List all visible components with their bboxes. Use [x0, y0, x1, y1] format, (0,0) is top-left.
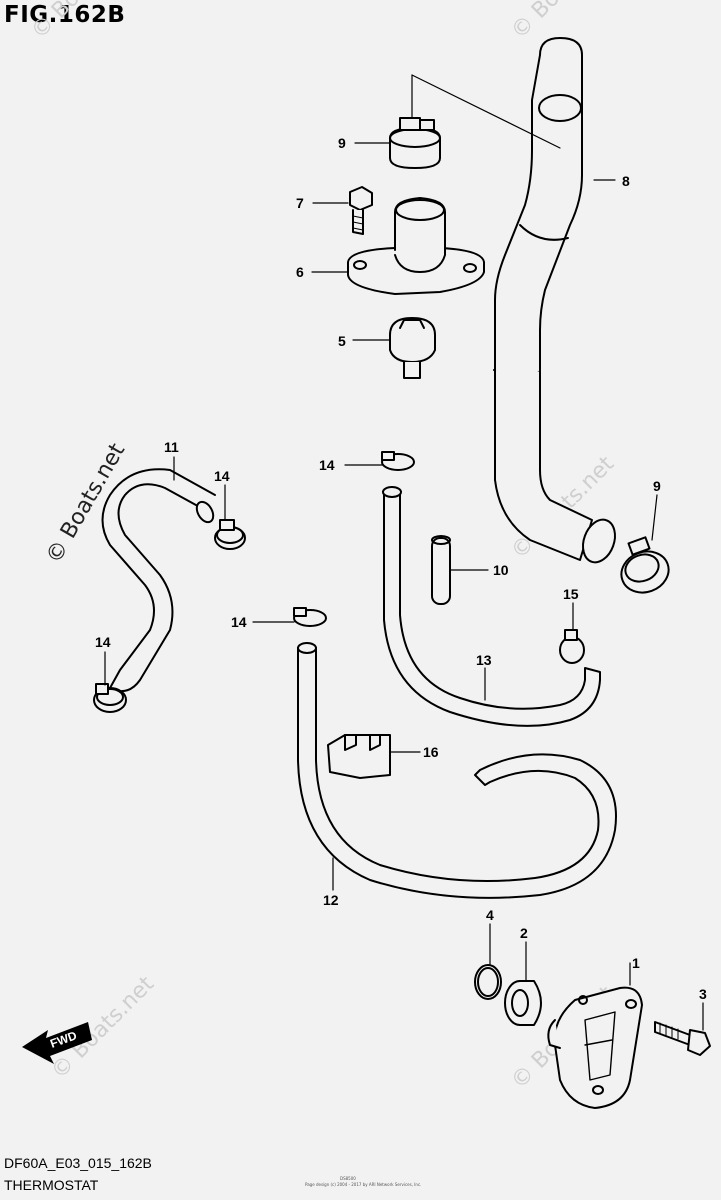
figure-name: THERMOSTAT — [4, 1177, 99, 1193]
callout-1: 1 — [632, 955, 640, 971]
callout-15: 15 — [563, 586, 579, 602]
callout-11: 11 — [164, 439, 179, 455]
clamp-part-14-c — [381, 451, 415, 471]
callout-14-a: 14 — [214, 468, 230, 484]
watermark-bottom-left: © Boats.net — [47, 971, 160, 1084]
callout-14-d: 14 — [231, 614, 247, 630]
small-copyright: Page design (c) 2004 - 2017 by ARI Netwo… — [305, 1182, 422, 1187]
clamp-part-14-b — [93, 683, 127, 713]
bolt-part-7 — [349, 186, 373, 235]
callout-9-upper: 9 — [338, 135, 346, 151]
clamp-part-9-lower — [620, 536, 670, 594]
figure-title: FIG.162B — [4, 2, 126, 28]
callout-3: 3 — [699, 986, 707, 1002]
callout-14-b: 14 — [95, 634, 111, 650]
forward-arrow-icon: FWD — [22, 1022, 92, 1064]
thermostat-part-5 — [389, 317, 436, 379]
clamp-part-9-upper — [389, 117, 441, 169]
callout-6: 6 — [296, 264, 304, 280]
thermostat-cover-part-6 — [347, 197, 485, 295]
clip-part-16 — [327, 734, 391, 779]
callout-10: 10 — [493, 562, 509, 578]
callout-9-lower: 9 — [653, 478, 661, 494]
callout-4: 4 — [486, 907, 494, 923]
leader-lines — [104, 142, 704, 1031]
hose-part-12 — [297, 642, 617, 899]
clip-part-15 — [559, 629, 585, 664]
tube-part-10 — [431, 535, 451, 605]
small-center-code: DS8500 — [340, 1176, 356, 1181]
hose-part-13 — [382, 486, 601, 727]
callout-7: 7 — [296, 195, 304, 211]
callout-8: 8 — [622, 173, 630, 189]
leader-9-to-8 — [411, 74, 561, 149]
callout-12: 12 — [323, 892, 339, 908]
hose-part-11 — [101, 468, 216, 693]
callout-14-c: 14 — [319, 457, 335, 473]
callout-5: 5 — [338, 333, 346, 349]
callout-16: 16 — [423, 744, 439, 760]
hose-part-8 — [493, 37, 616, 564]
bolt-part-3 — [654, 1021, 711, 1056]
watermark-top-left: © Boats.net — [27, 0, 140, 44]
oring-part-4 — [474, 964, 502, 1000]
clamp-part-14-a — [214, 519, 246, 550]
callout-13: 13 — [476, 652, 492, 668]
clamp-part-14-d — [293, 607, 327, 627]
seal-part-2 — [504, 980, 542, 1026]
figure-code: DF60A_E03_015_162B — [4, 1155, 152, 1171]
housing-part-1 — [547, 986, 643, 1109]
callout-2: 2 — [520, 925, 528, 941]
